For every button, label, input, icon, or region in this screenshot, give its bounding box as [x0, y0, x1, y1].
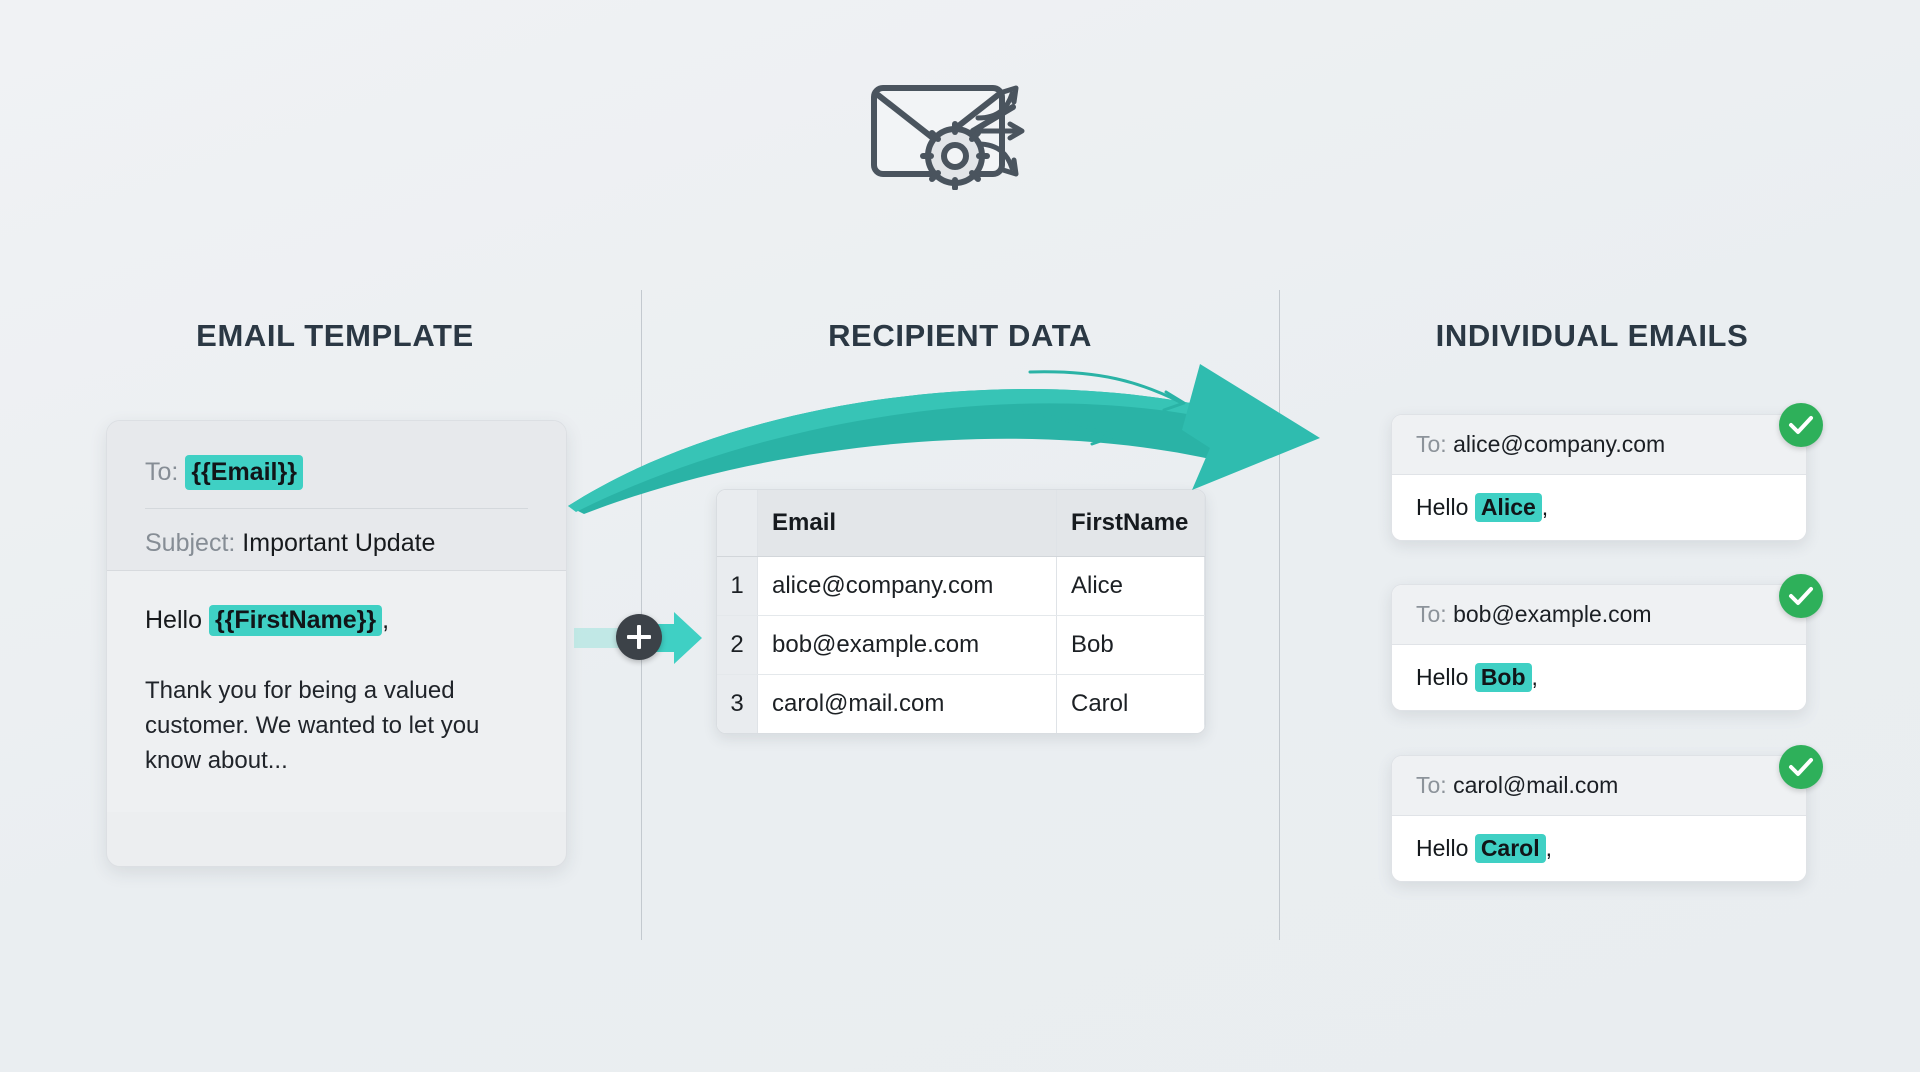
result-to-value: bob@example.com: [1453, 601, 1652, 627]
result-email-card[interactable]: To: carol@mail.com Hello Carol,: [1391, 755, 1807, 882]
table-row[interactable]: 2 bob@example.com Bob: [717, 615, 1205, 675]
column-title-recipient-data: RECIPIENT DATA: [828, 318, 1092, 353]
check-icon: [1779, 574, 1823, 618]
template-paragraph: Thank you for being a valued customer. W…: [145, 677, 480, 774]
check-icon: [1779, 745, 1823, 789]
result-greeting-suffix: ,: [1531, 664, 1538, 690]
result-greeting-prefix: Hello: [1416, 835, 1469, 861]
result-greeting-suffix: ,: [1541, 494, 1549, 520]
column-divider-right: [1279, 290, 1280, 940]
result-to-label: To:: [1416, 772, 1447, 798]
result-email-card[interactable]: To: bob@example.com Hello Bob,: [1391, 584, 1807, 711]
template-subject-label: Subject:: [145, 528, 236, 557]
recipient-data-table[interactable]: Email FirstName 1 alice@company.com Alic…: [716, 489, 1206, 734]
template-subject-row: Subject: Important Update: [145, 509, 528, 560]
table-header-email: Email: [757, 490, 1057, 557]
template-greeting-prefix: Hello: [145, 606, 202, 634]
result-greeting-prefix: Hello: [1416, 494, 1469, 520]
cell-firstname: Carol: [1056, 674, 1205, 733]
result-card-body: Hello Alice,: [1392, 475, 1806, 540]
table-header-row: Email FirstName: [717, 490, 1205, 557]
mail-merge-icon: [860, 70, 1060, 191]
result-card-header: To: bob@example.com: [1392, 585, 1806, 645]
column-title-email-template: EMAIL TEMPLATE: [196, 318, 474, 353]
result-card-body: Hello Carol,: [1392, 816, 1806, 881]
cell-email: bob@example.com: [757, 615, 1057, 675]
row-number: 2: [717, 615, 758, 675]
result-email-card[interactable]: To: alice@company.com Hello Alice,: [1391, 414, 1807, 541]
cell-email: alice@company.com: [757, 556, 1057, 616]
result-card-header: To: carol@mail.com: [1392, 756, 1806, 816]
template-to-row: To: {{Email}}: [145, 443, 528, 509]
table-row[interactable]: 1 alice@company.com Alice: [717, 556, 1205, 616]
row-number: 1: [717, 556, 758, 616]
result-name: Alice: [1474, 493, 1542, 522]
result-to-label: To:: [1416, 431, 1447, 457]
result-greeting-suffix: ,: [1545, 835, 1552, 861]
result-to-label: To:: [1416, 601, 1447, 627]
result-name: Bob: [1474, 663, 1532, 692]
result-greeting-prefix: Hello: [1416, 664, 1469, 690]
cell-email: carol@mail.com: [757, 674, 1057, 733]
table-row[interactable]: 3 carol@mail.com Carol: [717, 674, 1205, 733]
template-firstname-token: {{FirstName}}: [208, 605, 383, 636]
template-header: To: {{Email}} Subject: Important Update: [107, 421, 566, 571]
cell-firstname: Bob: [1056, 615, 1205, 675]
result-to-value: carol@mail.com: [1453, 772, 1619, 798]
result-card-header: To: alice@company.com: [1392, 415, 1806, 475]
template-greeting-suffix: ,: [382, 606, 390, 634]
table-header-rownum: [717, 490, 758, 557]
template-to-token: {{Email}}: [185, 455, 303, 490]
check-icon: [1779, 403, 1823, 447]
plus-icon: [616, 614, 662, 660]
table-header-firstname: FirstName: [1056, 490, 1205, 557]
email-template-card[interactable]: To: {{Email}} Subject: Important Update …: [106, 420, 567, 867]
column-title-individual-emails: INDIVIDUAL EMAILS: [1435, 318, 1749, 353]
result-name: Carol: [1474, 834, 1546, 863]
result-to-value: alice@company.com: [1453, 431, 1666, 457]
template-body: Hello {{FirstName}}, Thank you for being…: [107, 571, 566, 813]
template-subject-value: Important Update: [242, 528, 436, 557]
cell-firstname: Alice: [1056, 556, 1205, 616]
template-greeting: Hello {{FirstName}},: [145, 605, 528, 636]
row-number: 3: [717, 674, 758, 733]
template-to-label: To:: [145, 458, 179, 486]
result-card-body: Hello Bob,: [1392, 645, 1806, 710]
